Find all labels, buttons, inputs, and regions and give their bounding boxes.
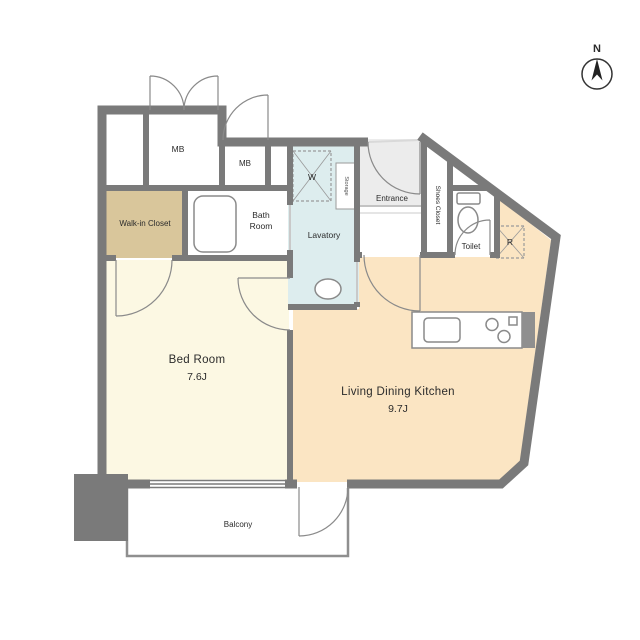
bedroom-name-label: Bed Room xyxy=(169,354,226,366)
entrance-label: Entrance xyxy=(376,194,409,203)
walkin-closet-label: Walk-in Closet xyxy=(119,219,171,228)
interior-walls xyxy=(102,113,500,481)
labels: Bed Room 7.6J Living Dining Kitchen 9.7J… xyxy=(119,144,513,529)
bedroom-door-arc xyxy=(237,277,291,331)
ldk-door-arc xyxy=(363,254,421,312)
entrance-door-arc xyxy=(367,141,421,195)
mb2-door-arc xyxy=(222,94,269,141)
stove-knob xyxy=(508,316,518,326)
walls xyxy=(97,105,561,489)
compass-n-label: N xyxy=(593,43,601,55)
ldk-size-label: 9.7J xyxy=(388,403,408,415)
fridge-space-box xyxy=(495,225,525,259)
bedroom-floor xyxy=(104,260,289,482)
shoes-closet-label: Shoes Closet xyxy=(434,186,441,225)
compass: N xyxy=(581,43,613,90)
ldk-name-label: Living Dining Kitchen xyxy=(341,386,455,398)
stove-burner-2 xyxy=(497,329,511,344)
walkin-door-arc xyxy=(115,259,173,317)
balcony-label: Balcony xyxy=(224,520,252,529)
stove-burner-1 xyxy=(485,317,499,332)
kitchen-sink xyxy=(423,317,461,343)
fixtures xyxy=(193,192,535,349)
walkin-closet-floor xyxy=(104,190,187,258)
kitchen-duct xyxy=(522,312,535,348)
toilet-door-arc xyxy=(454,219,491,256)
washbasin xyxy=(314,278,342,300)
bedroom-window xyxy=(150,479,285,489)
entrance-steps xyxy=(360,139,424,214)
mb1-door-left-arc xyxy=(149,75,185,111)
mb1-door-right-arc xyxy=(183,75,219,111)
fridge-space-label: R xyxy=(507,237,513,247)
toilet-bowl xyxy=(457,206,479,234)
toilet-label: Toilet xyxy=(462,242,481,251)
bedroom-size-label: 7.6J xyxy=(187,371,207,383)
compass-needle-icon xyxy=(591,59,603,81)
bath-label-line1: Bath xyxy=(252,210,270,220)
mb2-label: MB xyxy=(239,159,251,168)
bathtub xyxy=(193,195,237,253)
toilet-tank xyxy=(456,192,481,205)
washer-space-label: W xyxy=(308,172,316,182)
lavatory-label: Lavatory xyxy=(308,230,341,240)
bath-label-line2: Room xyxy=(250,221,273,231)
outer-wall xyxy=(97,105,561,489)
storage-label: Storage xyxy=(343,176,349,195)
door-swings xyxy=(115,75,491,537)
mb1-label: MB xyxy=(172,144,185,154)
balcony-door-arc xyxy=(298,486,349,537)
entrance-floor xyxy=(360,139,424,207)
